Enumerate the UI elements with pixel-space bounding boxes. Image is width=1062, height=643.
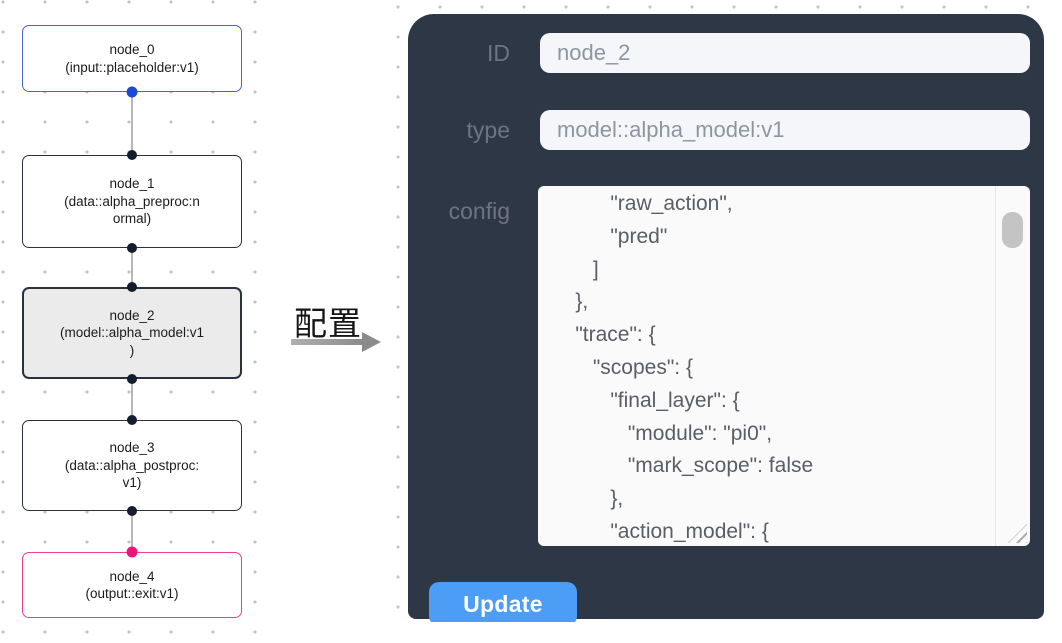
config-panel-canvas: ID type config "raw_action", "pred" ] },…: [385, 0, 1062, 622]
node-title: node_3: [109, 440, 155, 456]
edge-node1-node2: [131, 248, 133, 287]
node-subtitle: (model::alpha_model:v1: [59, 325, 205, 341]
scrollbar-thumb[interactable]: [1002, 212, 1023, 248]
flow-node-node_1[interactable]: node_1 (data::alpha_preproc:n ormal): [22, 155, 242, 248]
node1-source-handle[interactable]: [127, 243, 137, 253]
id-input[interactable]: [540, 33, 1030, 73]
node1-target-handle[interactable]: [127, 150, 137, 160]
node2-target-handle[interactable]: [127, 282, 137, 292]
node2-source-handle[interactable]: [127, 374, 137, 384]
node-subtitle: (data::alpha_preproc:n: [64, 193, 200, 209]
arrow-right-icon: [291, 339, 363, 345]
update-button[interactable]: Update: [429, 582, 577, 622]
edge-node2-node3: [131, 379, 133, 420]
node-subtitle: (data::alpha_postproc:: [64, 457, 200, 473]
node-title: node_1: [109, 176, 155, 192]
flow-node-node_4[interactable]: node_4 (output::exit:v1): [22, 552, 242, 618]
node-config-panel: ID type config "raw_action", "pred" ] },…: [408, 14, 1044, 622]
node4-target-handle[interactable]: [126, 546, 138, 558]
config-json-text[interactable]: "raw_action", "pred" ] }, "trace": { "sc…: [575, 192, 814, 543]
node-title: node_0: [109, 42, 155, 57]
node0-source-handle[interactable]: [126, 86, 138, 98]
edge-node0-node1: [131, 92, 133, 155]
id-field-label: ID: [487, 39, 510, 66]
type-field-label: type: [466, 116, 510, 143]
node-subtitle: (output::exit:v1): [85, 586, 179, 601]
node-title: node_2: [109, 307, 155, 323]
scrollbar-track-divider: [995, 186, 996, 546]
flow-node-node_0[interactable]: node_0 (input::placeholder:v1): [22, 25, 242, 92]
arrow-right-icon: [362, 332, 381, 352]
annotation-label: 配置: [294, 305, 362, 342]
config-editor[interactable]: "raw_action", "pred" ] }, "trace": { "sc…: [538, 186, 1030, 546]
edge-node3-node4: [131, 511, 133, 552]
resize-handle-icon[interactable]: [1008, 524, 1027, 543]
node-subtitle: (input::placeholder:v1): [65, 59, 199, 75]
config-field-label: config: [448, 197, 510, 224]
flow-canvas[interactable]: node_0 (input::placeholder:v1) node_1 (d…: [0, 0, 260, 643]
node-subtitle: ormal): [112, 211, 152, 227]
type-input[interactable]: [540, 110, 1030, 150]
flow-node-node_2-selected[interactable]: node_2 (model::alpha_model:v1 ): [22, 287, 242, 379]
node3-target-handle[interactable]: [127, 415, 137, 425]
flow-node-node_3[interactable]: node_3 (data::alpha_postproc: v1): [22, 420, 242, 511]
node-subtitle: v1): [122, 475, 142, 491]
node3-source-handle[interactable]: [127, 506, 137, 516]
node-title: node_4: [109, 568, 155, 584]
node-subtitle: ): [129, 342, 135, 358]
